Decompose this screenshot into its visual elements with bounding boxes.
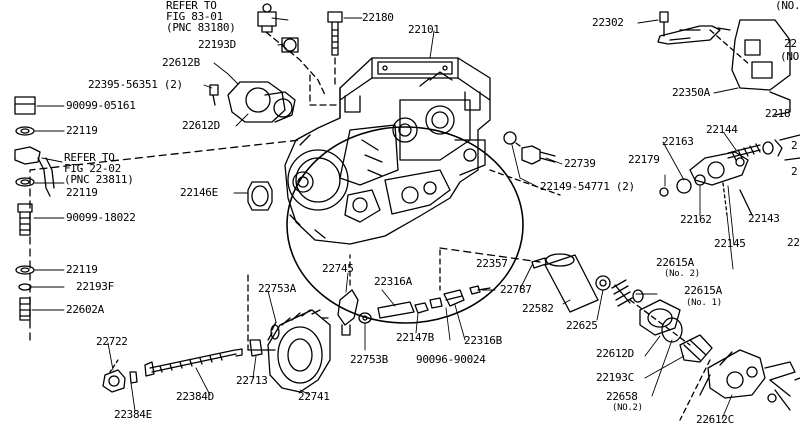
label-no2-a: (No. 2) — [664, 269, 700, 279]
left-column-parts — [14, 96, 55, 321]
label-22162: 22162 — [680, 213, 712, 226]
label-22741: 22741 — [298, 390, 330, 403]
label-22-right1: 22 — [784, 37, 797, 50]
dash-pump2 — [679, 359, 711, 421]
label-22119-a: 22119 — [66, 124, 98, 137]
label-2-right: 2 — [791, 139, 798, 152]
label-no2-b: (NO.2) — [612, 403, 643, 413]
label-22193d: 22193D — [198, 38, 236, 51]
label-22180: 22180 — [362, 11, 394, 24]
label-22753a: 22753A — [258, 282, 296, 295]
label-refer-fig83-2: FIG 83-01 — [166, 10, 223, 23]
label-22302: 22302 — [592, 16, 624, 29]
label-22722: 22722 — [96, 335, 128, 348]
label-refer-fig22-1: REFER TO — [64, 151, 115, 164]
label-22745: 22745 — [322, 262, 354, 275]
label-22658: 22658 — [606, 390, 638, 403]
label-22615a-no1: 22615A — [684, 284, 722, 297]
label-22612c: 22612C — [696, 413, 734, 426]
label-22787: 22787 — [500, 283, 532, 296]
label-22147b: 22147B — [396, 331, 434, 344]
label-22316b: 22316B — [464, 334, 502, 347]
label-no-right2: (NO — [780, 50, 799, 63]
label-22143: 22143 — [748, 212, 780, 225]
label-22101: 22101 — [408, 23, 440, 36]
label-22350a: 22350A — [672, 86, 710, 99]
right-side-parts — [657, 11, 800, 216]
label-22384e: 22384E — [114, 408, 152, 421]
label-22357: 22357 — [476, 257, 508, 270]
label-22193f: 22193F — [76, 280, 114, 293]
label-22612d-top: 22612D — [182, 119, 220, 132]
pump-group — [439, 247, 800, 411]
leader-lines — [31, 17, 739, 420]
bottom-center-parts — [102, 249, 491, 393]
label-2-right2: 2 — [791, 165, 798, 178]
label-22602a: 22602A — [66, 303, 104, 316]
assembly-line-left — [29, 139, 301, 341]
label-refer-fig83-1: REFER TO — [166, 0, 217, 12]
label-22119-b: 22119 — [66, 186, 98, 199]
label-22739: 22739 — [564, 157, 596, 170]
label-22316a: 22316A — [374, 275, 412, 288]
dash-pump — [629, 299, 691, 346]
label-22395: 22395-56351 (2) — [88, 78, 183, 91]
label-2218: 2218 — [765, 107, 791, 120]
label-22144: 22144 — [706, 123, 738, 136]
label-22179: 22179 — [628, 153, 660, 166]
dash-22739 — [489, 169, 561, 196]
label-22753b: 22753B — [350, 353, 388, 366]
label-22625: 22625 — [566, 319, 598, 332]
label-refer-fig22-3: (PNC 23811) — [64, 173, 134, 186]
label-90099-05161: 90099-05161 — [66, 99, 136, 112]
label-22713: 22713 — [236, 374, 268, 387]
detail-circle — [286, 126, 524, 324]
label-no1: (No. 1) — [686, 298, 722, 308]
label-22119-c: 22119 — [66, 263, 98, 276]
label-90099-18022: 90099-18022 — [66, 211, 136, 224]
label-22149: 22149-54771 (2) — [540, 180, 635, 193]
label-refer-fig83-3: (PNC 83180) — [166, 21, 236, 34]
label-refer-fig22-2: FIG 22-02 — [64, 162, 121, 175]
label-22582: 22582 — [522, 302, 554, 315]
label-22193c: 22193C — [596, 371, 634, 384]
carburetor-body — [284, 57, 491, 245]
label-22612b: 22612B — [162, 56, 200, 69]
plug-22146e — [247, 181, 273, 211]
label-22145: 22145 — [714, 237, 746, 250]
label-90096-90024: 90096-90024 — [416, 353, 486, 366]
screw-22739 — [503, 131, 556, 165]
label-22384d: 22384D — [176, 390, 214, 403]
label-no-top-right: (NO. — [775, 0, 800, 12]
label-22146e: 22146E — [180, 186, 218, 199]
top-left-fittings — [257, 3, 343, 106]
label-22-right3: 22 — [787, 236, 800, 249]
label-22163: 22163 — [662, 135, 694, 148]
label-22612d-bot: 22612D — [596, 347, 634, 360]
label-22615a-no2: 22615A — [656, 256, 694, 269]
gasket-plate — [209, 81, 296, 123]
